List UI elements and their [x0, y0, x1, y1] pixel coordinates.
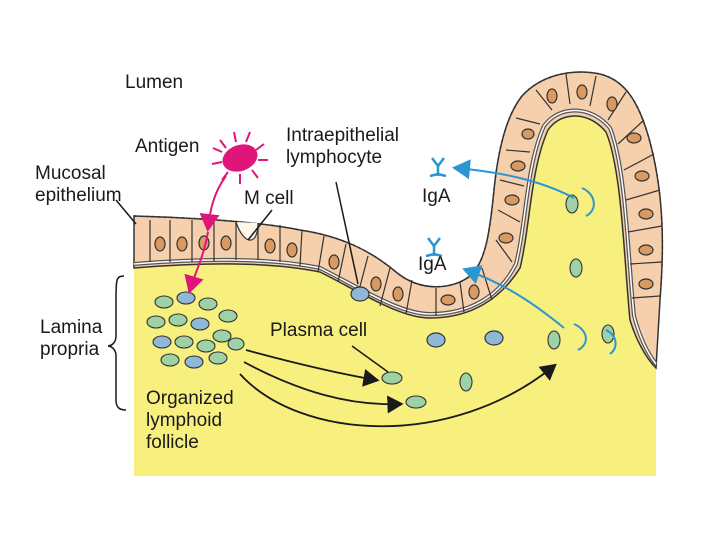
- epithelial-cells: [149, 73, 663, 316]
- lumen-label: Lumen: [125, 72, 184, 93]
- lymphoid-follicle-cells: [146, 291, 245, 369]
- intraepithelial-lymphocytes: [350, 286, 504, 348]
- lamina-propria-label: Lamina propria: [40, 317, 103, 360]
- migration-arrows: [239, 349, 557, 428]
- plasma-cells: [381, 194, 615, 409]
- plasma-cell-label: Plasma cell: [270, 320, 368, 341]
- label-leaders: [107, 181, 389, 411]
- mucosal-epithelium-label: Mucosal epithelium: [35, 163, 122, 206]
- iga-label-upper: IgA: [422, 186, 451, 207]
- antigen-path-arrow: [199, 175, 227, 232]
- iga-antibody-icon: [425, 157, 447, 258]
- antigen-transport-arrow: [184, 231, 209, 294]
- antigen-microbe-icon: [211, 131, 268, 184]
- organized-lymphoid-follicle-label: Organized lymphoid follicle: [146, 388, 234, 453]
- m-cell-label: M cell: [244, 188, 294, 209]
- iga-label-lower: IgA: [418, 254, 447, 275]
- iga-secretion-arrows: [452, 159, 617, 355]
- intraepithelial-lymphocyte-label: Intraepithelial lymphocyte: [286, 125, 400, 168]
- antigen-label: Antigen: [135, 136, 200, 157]
